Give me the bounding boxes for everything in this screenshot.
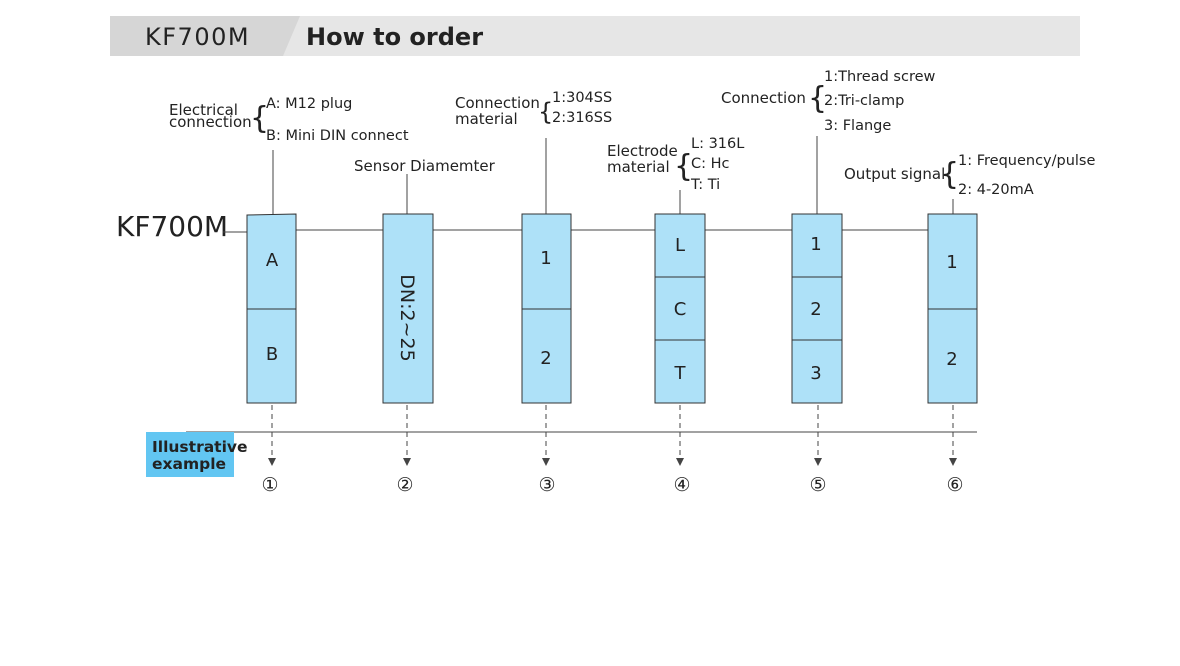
col3-cell-2: 2	[540, 348, 551, 369]
col3-arrow	[542, 458, 550, 466]
col1-option-1: A: M12 plug	[266, 96, 352, 112]
col5-brace: {	[808, 81, 827, 116]
col6-arrow	[949, 458, 957, 466]
col3-cell-1: 1	[540, 248, 551, 269]
column-output-signal: Output signal { 1: Frequency/pulse 2: 4-…	[844, 153, 1095, 496]
col4-option-3: T: Ti	[690, 177, 720, 193]
column-electrical-connection: Electrical connection { A: M12 plug B: M…	[169, 96, 409, 496]
col3-brace: {	[538, 98, 553, 126]
col4-brace: {	[674, 149, 693, 184]
example-label-1: Illustrative	[152, 438, 248, 456]
example-label-2: example	[152, 455, 226, 473]
col4-marker: ④	[673, 474, 690, 496]
col4-option-2: C: Hc	[691, 156, 730, 172]
col6-option-2: 2: 4-20mA	[958, 182, 1034, 198]
col4-cell-1: L	[675, 235, 685, 256]
col3-option-2: 2:316SS	[552, 110, 612, 126]
col5-marker: ⑤	[809, 474, 826, 496]
col2-arrow	[403, 458, 411, 466]
model-label: KF700M	[116, 210, 228, 243]
column-sensor-diameter: Sensor Diamemter DN:2~25 ②	[354, 157, 496, 496]
col5-cell-3: 3	[810, 363, 821, 384]
header-title: How to order	[306, 23, 483, 51]
col3-label-2: material	[455, 110, 518, 128]
col5-box	[791, 213, 843, 404]
col1-cell-2: B	[266, 344, 278, 365]
column-connection-material: Connection material { 1:304SS 2:316SS 1 …	[455, 90, 612, 496]
col5-option-2: 2:Tri-clamp	[824, 93, 904, 109]
col6-cell-1: 1	[946, 252, 957, 273]
col4-arrow	[676, 458, 684, 466]
col1-label-2: connection	[169, 113, 252, 131]
col3-marker: ③	[538, 474, 555, 496]
col2-label-1: Sensor Diamemter	[354, 157, 496, 175]
col4-cell-3: T	[674, 363, 687, 384]
col1-marker: ①	[261, 474, 278, 496]
col5-option-3: 3: Flange	[824, 118, 891, 134]
header-model: KF700M	[145, 23, 250, 51]
col1-label-1: Electrical	[169, 101, 238, 119]
col3-label-1: Connection	[455, 94, 540, 112]
col2-box	[382, 213, 434, 404]
col6-cell-2: 2	[946, 349, 957, 370]
col1-arrow	[268, 458, 276, 466]
col1-brace: {	[250, 101, 269, 136]
col6-label-1: Output signal	[844, 165, 945, 183]
header-model-tab	[110, 16, 300, 56]
col5-arrow	[814, 458, 822, 466]
col4-label-1: Electrode	[607, 142, 678, 160]
col6-option-1: 1: Frequency/pulse	[958, 153, 1095, 169]
example-badge	[146, 432, 234, 477]
col6-marker: ⑥	[946, 474, 963, 496]
col6-brace: {	[940, 157, 959, 192]
column-electrode-material: Electrode material { L: 316L C: Hc T: Ti…	[607, 136, 744, 496]
col1-option-2: B: Mini DIN connect	[266, 128, 409, 144]
col2-cell-1: DN:2~25	[396, 274, 418, 361]
col1-cell-1: A	[266, 250, 279, 271]
col4-label-2: material	[607, 158, 670, 176]
col5-label-1: Connection	[721, 89, 806, 107]
col5-option-1: 1:Thread screw	[824, 69, 936, 85]
col2-marker: ②	[396, 474, 413, 496]
col4-box	[654, 213, 706, 404]
col3-option-1: 1:304SS	[552, 90, 612, 106]
col4-cell-2: C	[674, 299, 687, 320]
col4-option-1: L: 316L	[691, 136, 744, 152]
column-connection: Connection { 1:Thread screw 2:Tri-clamp …	[721, 69, 936, 496]
col5-cell-2: 2	[810, 299, 821, 320]
col5-cell-1: 1	[810, 234, 821, 255]
